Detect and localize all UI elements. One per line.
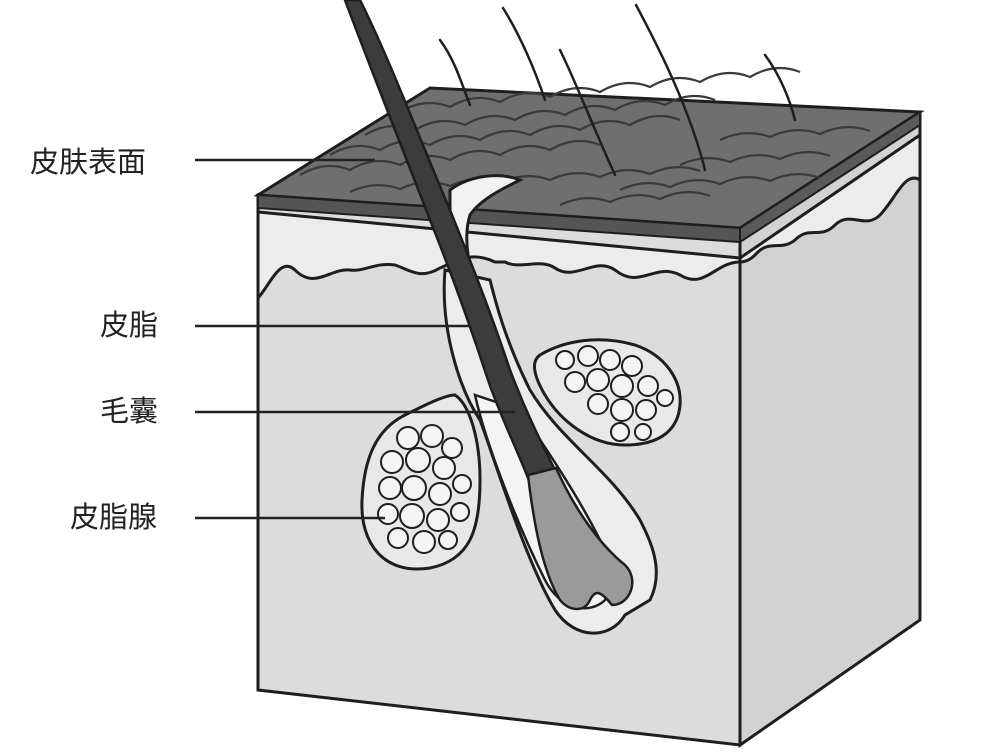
hair-bulb bbox=[526, 466, 634, 611]
leader-lines bbox=[195, 158, 515, 520]
label-skin-surface: 皮肤表面 bbox=[30, 145, 147, 179]
epidermis-edge-side bbox=[739, 110, 921, 244]
dermis-band-front bbox=[256, 210, 742, 302]
dermis-band-side bbox=[738, 132, 922, 264]
label-sebum: 皮脂 bbox=[100, 308, 159, 342]
label-hair-follicle: 毛囊 bbox=[100, 394, 159, 428]
surface-hairs bbox=[438, 3, 797, 177]
gland-cells-right bbox=[555, 345, 674, 442]
label-sebaceous-gland: 皮脂腺 bbox=[70, 500, 158, 534]
skin-scale-pattern bbox=[299, 66, 871, 206]
gland-cells-left bbox=[377, 424, 472, 554]
